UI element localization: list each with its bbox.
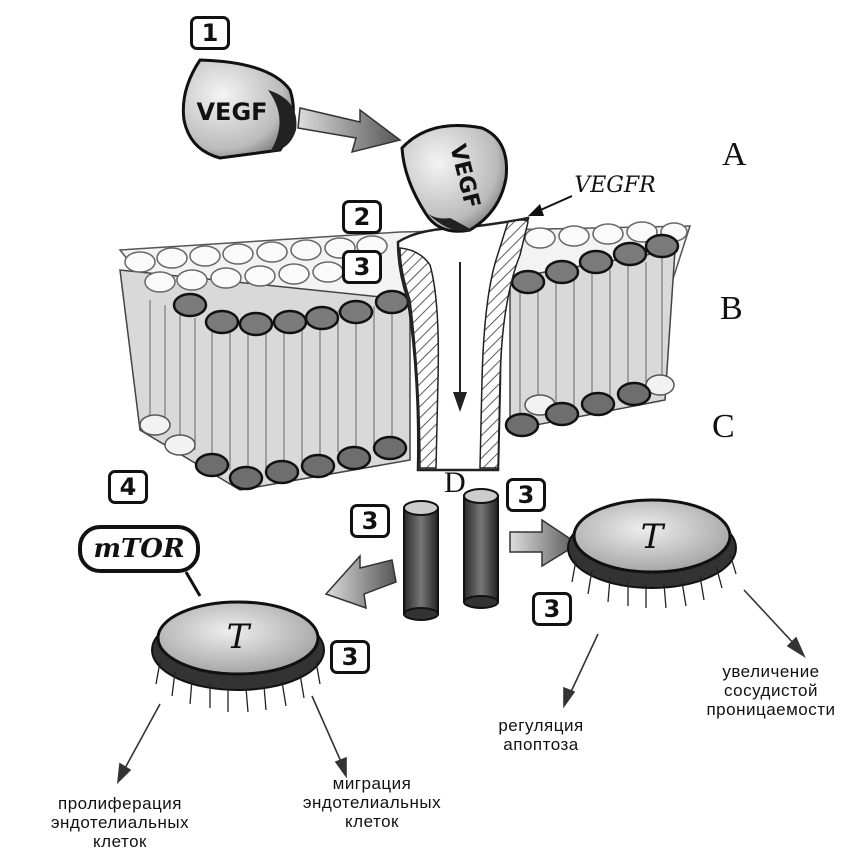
step-3-box-membrane: 3 (342, 250, 382, 284)
vegf-free-label: VEGF (196, 98, 267, 126)
vegfr-pointer (528, 196, 572, 216)
signal-arrow-left (326, 556, 396, 608)
t-label-left: T (227, 617, 252, 657)
step-3-box-right-disc: 3 (532, 592, 572, 626)
binding-arrow (298, 108, 400, 152)
step-4-box: 4 (108, 470, 148, 504)
arrow-to-apoptosis (570, 634, 598, 694)
vegfr-label: VEGFR (574, 173, 655, 198)
label-extracellular-a: A (722, 138, 747, 172)
arrow-to-migration (312, 696, 342, 764)
caption-apoptosis: регуляция апоптоза (456, 716, 626, 754)
step-1-box: 1 (190, 16, 230, 50)
caption-permeability: увеличение сосудистой проницаемости (676, 662, 866, 719)
step-2-box: 2 (342, 200, 382, 234)
tail-left (404, 508, 438, 614)
tail-right (464, 496, 498, 602)
mtor-connector (186, 572, 200, 596)
label-membrane-b: B (720, 292, 743, 326)
kinase-tails (404, 489, 498, 620)
arrow-to-permeability (744, 590, 796, 646)
label-intracellular-c: C (712, 410, 735, 444)
t-label-right: T (641, 517, 666, 557)
step-3-box-right-tail: 3 (506, 478, 546, 512)
caption-migration: миграция эндотелиальных клеток (262, 774, 482, 831)
arrow-to-proliferation (124, 704, 160, 770)
step-3-box-left-disc: 3 (330, 640, 370, 674)
caption-proliferation: пролиферация эндотелиальных клеток (0, 794, 240, 851)
mtor-box: mTOR (78, 525, 200, 573)
label-kinase-d: D (444, 468, 466, 498)
step-3-box-left-tail: 3 (350, 504, 390, 538)
